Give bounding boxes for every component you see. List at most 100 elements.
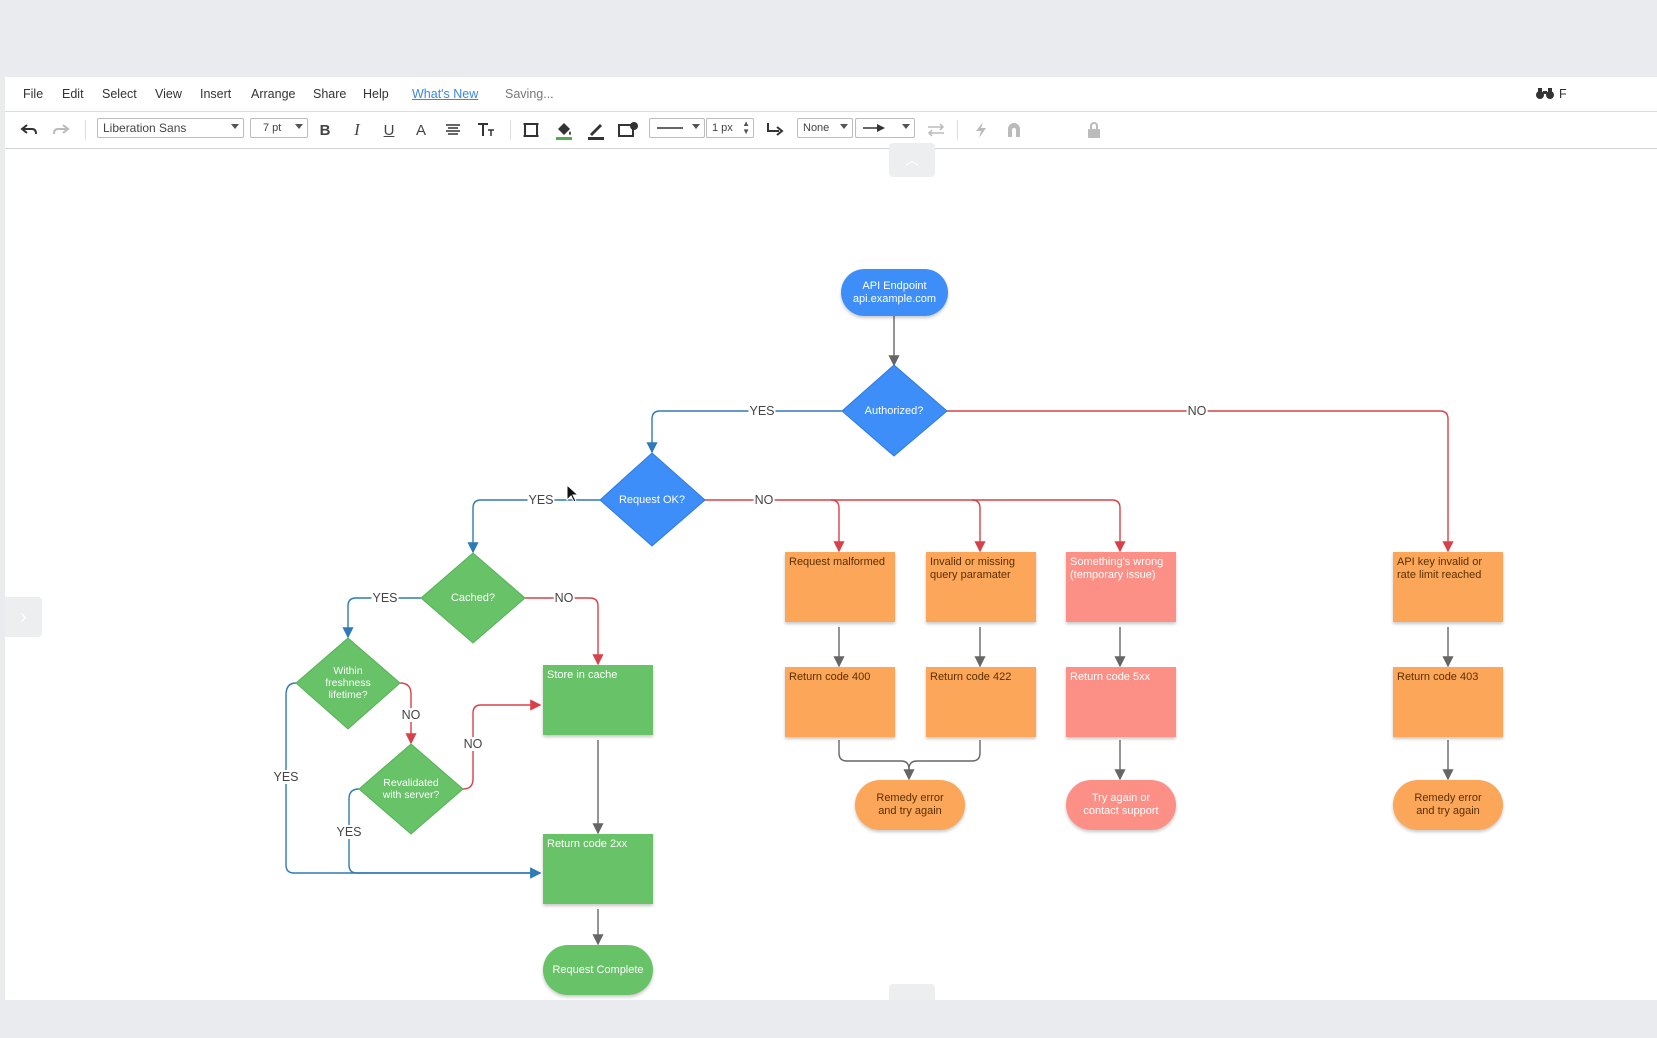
something-wrong-node[interactable]: Something's wrong (temporary issue) (1066, 552, 1176, 622)
connector-lines (285, 316, 1454, 946)
line-width-value: 1 px (712, 122, 733, 134)
arrow-style-icon (863, 124, 885, 132)
return-5xx-node[interactable]: Return code 5xx (1066, 667, 1176, 737)
edge-within-yes (285, 682, 542, 879)
whats-new-link[interactable]: What's New (412, 87, 479, 101)
request-ok-diamond (599, 452, 706, 547)
request-malformed-node[interactable]: Request malformed (785, 552, 895, 622)
binoculars-icon[interactable] (1535, 85, 1555, 104)
return-2xx-node[interactable]: Return code 2xx (543, 834, 653, 904)
collapse-toolbar-tab[interactable]: ︿ (889, 143, 935, 177)
edge-revalidated-no (462, 699, 542, 790)
within-freshness-label[interactable]: Within freshness lifetime? (325, 665, 371, 701)
chevron-down-icon (295, 124, 303, 129)
chevron-down-icon (902, 124, 910, 129)
return-400-node[interactable]: Return code 400 (785, 667, 895, 737)
lock-icon[interactable] (1083, 119, 1105, 141)
authorized-label[interactable]: Authorized? (864, 404, 924, 417)
edge-authorized-yes (646, 410, 842, 454)
try-again-node[interactable]: Try again or contact support (1066, 780, 1176, 830)
request-complete-node[interactable]: Request Complete (543, 945, 653, 995)
edge-label-no: NO (462, 737, 484, 751)
chevron-up-icon: ︿ (905, 991, 919, 1000)
text-size-icon[interactable] (475, 119, 497, 141)
connector-icon[interactable] (763, 119, 787, 141)
edge-requestok-no (704, 499, 1126, 553)
return-403-node[interactable]: Return code 403 (1393, 667, 1503, 737)
menu-insert[interactable]: Insert (200, 87, 232, 101)
endpoint-value: None (803, 122, 830, 134)
chevron-right-icon: › (20, 605, 27, 628)
endpoint-select[interactable]: None (797, 118, 853, 138)
cached-diamond (420, 552, 526, 644)
fill-color-icon[interactable] (553, 119, 575, 141)
request-ok-label[interactable]: Request OK? (618, 493, 686, 506)
swap-icon[interactable] (925, 119, 947, 141)
toolbar-divider (957, 120, 958, 140)
edge-400-remedy (838, 740, 915, 781)
chevron-down-icon (840, 124, 848, 129)
edge-cached-yes (342, 597, 421, 639)
menu-right-label[interactable]: F (1559, 87, 1567, 101)
remedy-error-node[interactable]: Remedy error and try again (855, 780, 965, 830)
menu-view[interactable]: View (155, 87, 182, 101)
menu-help[interactable]: Help (363, 87, 389, 101)
edge-revalidated-yes (348, 788, 542, 879)
text-color-icon[interactable]: A (415, 121, 426, 139)
chevron-down-icon (692, 124, 700, 129)
diagram-editor: File Edit Select View Insert Arrange Sha… (5, 77, 1657, 1000)
store-in-cache-node[interactable]: Store in cache (543, 665, 653, 735)
expand-panel-tab[interactable]: ︿ (889, 984, 935, 1000)
bold-icon[interactable]: B (319, 121, 331, 139)
menu-select[interactable]: Select (102, 87, 137, 101)
toolbar-divider (510, 120, 511, 140)
lightning-icon[interactable] (970, 119, 992, 141)
return-422-node[interactable]: Return code 422 (926, 667, 1036, 737)
arrow-style-select[interactable] (855, 118, 915, 138)
toolbar-divider (85, 120, 86, 140)
save-status: Saving... (505, 87, 554, 101)
edge-label-yes: YES (272, 770, 300, 784)
magnet-icon[interactable] (1003, 119, 1025, 141)
line-color-icon[interactable] (585, 119, 607, 141)
edge-cached-no (525, 597, 604, 666)
mouse-cursor-icon (566, 484, 580, 503)
left-panel-toggle[interactable]: › (5, 597, 42, 637)
align-icon[interactable] (443, 119, 463, 141)
authorized-diamond (841, 364, 948, 457)
shape-style-icon[interactable] (617, 119, 639, 141)
cached-label[interactable]: Cached? (450, 591, 496, 604)
edge-label-no: NO (400, 708, 422, 722)
menu-edit[interactable]: Edit (62, 87, 84, 101)
redo-icon[interactable] (49, 119, 73, 141)
menu-file[interactable]: File (23, 87, 44, 101)
toolbar: Liberation Sans 7 pt B I U A (5, 112, 1657, 149)
edge-label-no: NO (1186, 404, 1208, 418)
invalid-query-node[interactable]: Invalid or missing query paramater (926, 552, 1036, 622)
revalidated-label[interactable]: Revalidated with server? (382, 777, 440, 801)
edge-no-invalid (971, 499, 986, 553)
diagram-canvas[interactable]: YES NO YES NO YES NO NO NO YES YES Autho… (5, 143, 1657, 1000)
font-family-select[interactable]: Liberation Sans (97, 118, 244, 138)
chevron-down-icon (231, 124, 239, 129)
undo-icon[interactable] (17, 119, 41, 141)
menu-share[interactable]: Share (313, 87, 347, 101)
line-width-stepper[interactable]: 1 px ▲▼ (706, 118, 754, 138)
italic-icon[interactable]: I (354, 120, 360, 139)
shape-border-icon[interactable] (520, 119, 542, 141)
menu-arrange[interactable]: Arrange (251, 87, 296, 101)
line-style-select[interactable] (649, 118, 705, 138)
api-key-invalid-node[interactable]: API key invalid or rate limit reached (1393, 552, 1503, 622)
within-freshness-diamond (295, 637, 401, 730)
edge-label-yes: YES (371, 591, 399, 605)
menu-bar: File Edit Select View Insert Arrange Sha… (5, 77, 1657, 112)
edge-requestok-yes (467, 499, 600, 554)
edge-422-remedy (908, 740, 981, 770)
edge-label-no: NO (553, 591, 575, 605)
api-endpoint-node[interactable]: API Endpoint api.example.com (841, 269, 948, 316)
edge-within-no (399, 682, 417, 745)
font-size-value: 7 pt (263, 122, 282, 134)
underline-icon[interactable]: U (383, 121, 395, 139)
remedy-error-node[interactable]: Remedy error and try again (1393, 780, 1503, 830)
font-size-select[interactable]: 7 pt (250, 118, 308, 138)
